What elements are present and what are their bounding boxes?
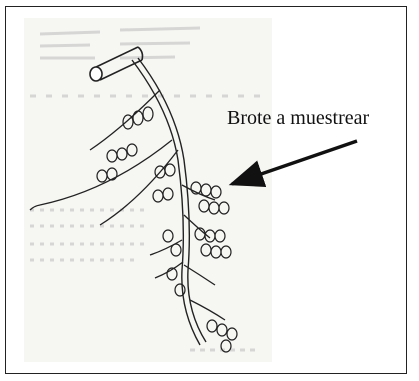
callout-arrow <box>232 141 357 184</box>
lateral-shoots <box>30 90 225 320</box>
callout-label: Brote a muestrear <box>227 107 369 130</box>
faint-scan-text <box>30 28 270 350</box>
